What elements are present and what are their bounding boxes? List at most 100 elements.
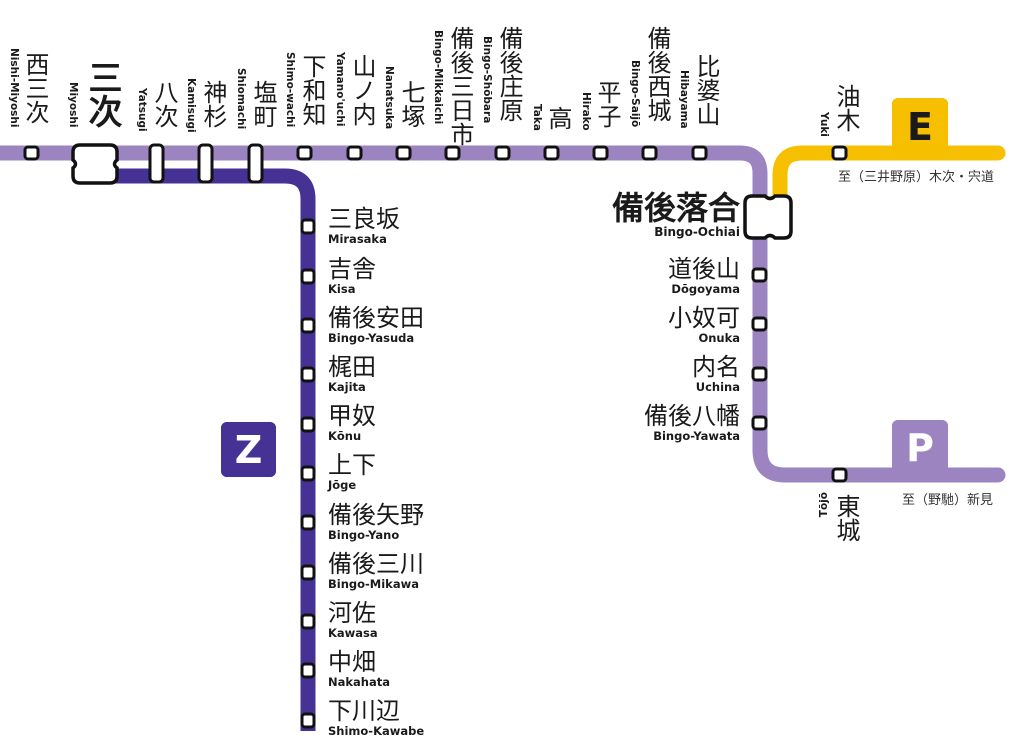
station-kanji: 河佐 [328,599,376,627]
line-badge-p: P [892,420,948,476]
station-marker-bingo-mikkaichi[interactable] [444,145,461,161]
line-badge-z: Z [221,422,276,477]
station-marker-kawasa[interactable] [300,613,316,630]
station-label-mirasaka[interactable]: 三良坂 Mirasaka [328,206,400,246]
station-romaji: Kōnu [328,429,362,443]
station-kanji: 道後山 [668,255,740,283]
interchange-marker-bingo-ochiai[interactable] [743,194,793,240]
station-romaji: Shiomachi [235,68,247,130]
station-marker-konu[interactable] [300,416,316,433]
station-label-uchina[interactable]: 内名 Uchina [692,354,740,394]
station-romaji: Hibayama [678,70,690,129]
station-romaji: Bingo-Yawata [653,429,740,443]
station-romaji: Jōge [328,478,357,492]
station-label-bingo-yasuda[interactable]: 備後安田 Bingo-Yasuda [328,305,424,345]
station-marker-dogoyama[interactable] [751,267,768,283]
station-marker-nakahata[interactable] [300,662,316,679]
station-kanji: 平子 [593,80,621,128]
station-kanji: 梶田 [328,353,376,381]
station-label-bingo-ochiai[interactable]: 備後落合 Bingo-Ochiai [612,190,740,239]
station-label-bingo-mikawa[interactable]: 備後三川 Bingo-Mikawa [328,551,424,591]
station-romaji: Nakahata [328,675,390,689]
station-label-bingo-yawata[interactable]: 備後八幡 Bingo-Yawata [644,403,740,443]
station-marker-yatsugi[interactable] [148,143,165,184]
station-romaji: Nishi-Miyoshi [8,48,20,128]
station-label-onuka[interactable]: 小奴可 Onuka [668,305,740,345]
station-kanji: 備後落合 [611,189,740,227]
station-marker-taka[interactable] [543,145,560,161]
station-romaji: Bingo-Mikkaichi [432,30,444,125]
station-marker-yamanouchi[interactable] [346,145,363,161]
station-romaji: Yuki [818,112,830,137]
station-kanji: 八次 [150,80,178,128]
station-marker-kamisugi[interactable] [197,143,214,184]
station-marker-bingo-saijo[interactable] [641,145,658,161]
station-romaji: Bingo-Mikawa [328,577,419,591]
station-marker-uchina[interactable] [751,366,768,382]
station-marker-joge[interactable] [300,465,316,482]
station-kanji: 東城 [832,494,860,542]
station-kanji: 小奴可 [668,304,740,332]
station-label-konu[interactable]: 甲奴 Kōnu [328,403,376,443]
station-kanji: 内名 [692,353,740,381]
station-marker-nanatsuka[interactable] [395,145,412,161]
station-romaji: Mirasaka [328,232,387,246]
station-romaji: Kisa [328,282,356,296]
kisuki-line-track [772,145,1006,208]
station-kanji: 比婆山 [692,54,720,126]
station-kanji: 山ノ内 [348,54,376,126]
station-romaji: Uchina [695,380,740,394]
station-label-kajita[interactable]: 梶田 Kajita [328,354,376,394]
station-marker-bingo-mikawa[interactable] [300,564,316,581]
station-romaji: Yatsugi [136,88,148,132]
fukuen-line-track [95,168,316,731]
station-marker-mirasaka[interactable] [300,218,316,235]
interchange-marker-miyoshi[interactable] [71,143,119,185]
station-label-bingo-yano[interactable]: 備後矢野 Bingo-Yano [328,502,424,542]
station-kanji: 三良坂 [328,205,400,233]
station-kanji: 備後西城 [643,26,671,122]
station-romaji: Kawasa [328,626,378,640]
station-romaji: Bingo-Yasuda [328,331,415,345]
station-kanji: 備後三川 [328,550,424,578]
station-label-nakahata[interactable]: 中畑 Nakahata [328,649,390,689]
station-marker-bingo-yano[interactable] [300,514,316,531]
station-marker-shiomachi[interactable] [247,143,264,184]
station-romaji: Shimo-Kawabe [328,724,425,738]
station-kanji: 七塚 [397,80,425,128]
station-label-kisa[interactable]: 吉舎 Kisa [328,256,376,296]
station-marker-bingo-yawata[interactable] [751,415,768,431]
station-marker-shimo-kawabe[interactable] [300,712,316,729]
station-marker-bingo-yasuda[interactable] [300,317,316,334]
station-kanji: 備後三日市 [446,26,474,146]
station-kanji: 下和知 [298,54,326,126]
station-marker-tojo[interactable] [831,467,848,483]
station-label-joge[interactable]: 上下 Jōge [328,452,376,492]
station-marker-yuki[interactable] [831,145,848,161]
kisuki-destination-label: 至（三井野原）木次・宍道 [838,170,995,185]
station-romaji: Bingo-Yano [328,528,400,542]
station-marker-kajita[interactable] [300,366,316,383]
station-romaji: Miyoshi [67,82,79,128]
station-marker-onuka[interactable] [751,316,768,332]
station-label-dogoyama[interactable]: 道後山 Dōgoyama [668,256,740,296]
station-label-shimo-kawabe[interactable]: 下川辺 Shimo-Kawabe [328,698,424,738]
station-marker-hibayama[interactable] [691,145,708,161]
station-romaji: Bingo-Shōbara [481,36,493,124]
station-kanji: 西三次 [21,52,49,124]
station-romaji: Onuka [698,331,740,345]
station-kanji: 吉舎 [328,255,376,283]
station-marker-kisa[interactable] [300,268,316,285]
station-kanji: 油木 [832,84,860,132]
station-marker-shimo-wachi[interactable] [296,145,313,161]
geibi-destination-label: 至（野馳）新見 [902,493,994,508]
station-romaji: Bingo-Ochiai [654,225,740,239]
station-marker-bingo-shobara[interactable] [494,145,511,161]
station-romaji: Yamano'uchi [334,52,346,127]
line-badge-e: E [892,98,948,156]
station-marker-hirako[interactable] [592,145,609,161]
station-kanji: 備後庄原 [495,26,523,122]
station-romaji: Dōgoyama [671,282,740,296]
station-label-kawasa[interactable]: 河佐 Kawasa [328,600,378,640]
station-marker-nishi-miyoshi[interactable] [23,145,40,161]
